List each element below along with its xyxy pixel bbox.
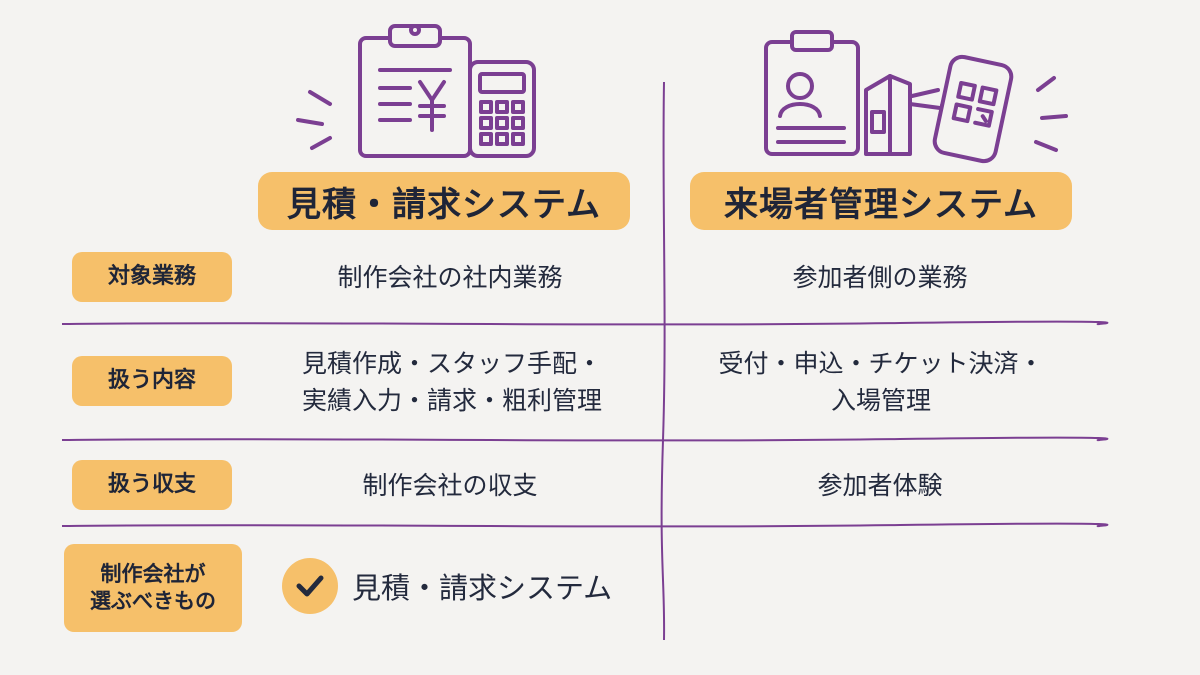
row-divider: [61, 522, 1109, 528]
cell-left-target-work: 制作会社の社内業務: [337, 263, 563, 293]
cell-right-content: 受付・申込・チケット決済・ 入場管理: [718, 348, 1044, 416]
row-divider: [61, 320, 1109, 326]
row-label-target-work: 対象業務: [72, 252, 232, 302]
row-label-recommendation: 制作会社が 選ぶべきもの: [64, 544, 242, 632]
cell-right-target-work: 参加者側の業務: [792, 263, 968, 293]
visitor-badge-gate-phone-icon: [764, 30, 1068, 164]
check-icon: [282, 558, 338, 614]
column-divider: [660, 81, 666, 641]
cell-left-revenue: 制作会社の収支: [362, 471, 538, 501]
left-column-title: 見積・請求システム: [258, 172, 630, 230]
cell-left-content: 見積作成・スタッフ手配・ 実績入力・請求・粗利管理: [301, 348, 602, 416]
invoice-calculator-icon: [296, 24, 536, 158]
row-divider: [61, 436, 1109, 442]
row-label-revenue: 扱う収支: [72, 460, 232, 510]
cell-right-revenue: 参加者体験: [817, 471, 943, 501]
row-label-content: 扱う内容: [72, 356, 232, 406]
right-column-title: 来場者管理システム: [690, 172, 1072, 230]
recommendation-answer: 見積・請求システム: [352, 571, 613, 605]
